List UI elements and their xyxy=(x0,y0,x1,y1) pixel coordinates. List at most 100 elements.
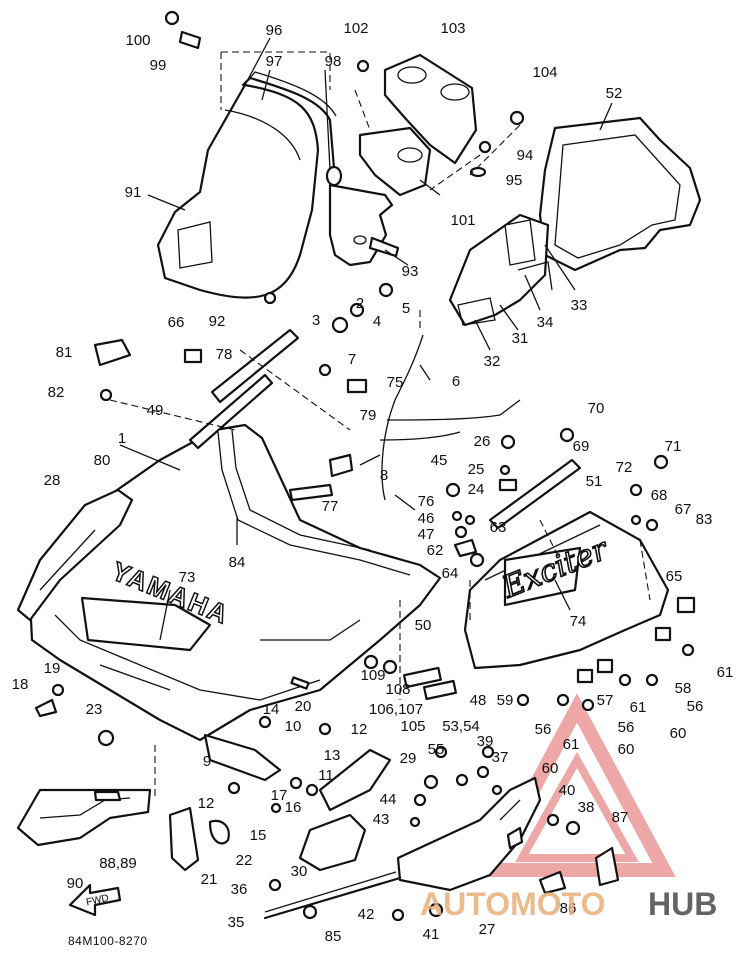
callout-50: 50 xyxy=(415,617,432,634)
callout-79: 79 xyxy=(360,407,377,424)
callout-76: 76 xyxy=(418,493,435,510)
callout-42: 42 xyxy=(358,906,375,923)
callout-103: 103 xyxy=(440,20,465,37)
callout-108: 108 xyxy=(385,681,410,698)
callout-74: 74 xyxy=(570,613,587,630)
trim-bars xyxy=(188,328,582,530)
top-fasteners xyxy=(164,10,525,178)
windshield-part xyxy=(156,71,343,299)
callout-96: 96 xyxy=(266,22,283,39)
callout-105: 105 xyxy=(400,718,425,735)
callout-58: 58 xyxy=(675,680,692,697)
callout-4: 4 xyxy=(373,313,381,330)
callout-39: 39 xyxy=(477,733,494,750)
callout-72: 72 xyxy=(616,459,633,476)
callout-92: 92 xyxy=(209,313,226,330)
callout-9: 9 xyxy=(203,753,211,770)
callout-94: 94 xyxy=(517,147,534,164)
callout-88-89: 88,89 xyxy=(99,855,137,872)
callout-81: 81 xyxy=(56,344,73,361)
callout-71: 71 xyxy=(665,438,682,455)
callout-29: 29 xyxy=(400,750,417,767)
callout-10: 10 xyxy=(285,718,302,735)
callout-99: 99 xyxy=(150,57,167,74)
callout-101: 101 xyxy=(450,212,475,229)
callout-59: 59 xyxy=(497,692,514,709)
callout-53-54: 53,54 xyxy=(442,718,480,735)
inner-panel xyxy=(448,116,702,327)
callout-95: 95 xyxy=(506,172,523,189)
callout-labels: 100 99 96 97 98 102 103 104 52 94 95 91 … xyxy=(12,20,734,945)
callout-52: 52 xyxy=(606,85,623,102)
callout-75: 75 xyxy=(387,374,404,391)
callout-21: 21 xyxy=(201,871,218,888)
callout-8: 8 xyxy=(380,467,388,484)
mount-block xyxy=(358,53,478,197)
windshield-bracket xyxy=(328,183,400,267)
callout-45: 45 xyxy=(431,452,448,469)
callout-60-right: 60 xyxy=(670,725,687,742)
callout-69: 69 xyxy=(573,438,590,455)
callout-60-low: 60 xyxy=(542,760,559,777)
callout-57: 57 xyxy=(597,692,614,709)
callout-83: 83 xyxy=(696,511,713,528)
callout-70: 70 xyxy=(588,400,605,417)
callout-78: 78 xyxy=(216,346,233,363)
callout-31: 31 xyxy=(512,330,529,347)
callout-37: 37 xyxy=(492,749,509,766)
trim-strip xyxy=(263,846,620,920)
callout-15: 15 xyxy=(250,827,267,844)
callout-26: 26 xyxy=(474,433,491,450)
fwd-label: FWD xyxy=(85,893,110,908)
callout-24: 24 xyxy=(468,481,485,498)
watermark-part2: HUB xyxy=(648,886,717,922)
callout-34: 34 xyxy=(537,314,554,331)
leader-lines xyxy=(119,37,613,641)
callout-12-low: 12 xyxy=(198,795,215,812)
callout-43: 43 xyxy=(373,811,390,828)
lower-side-panel xyxy=(396,776,542,892)
cables xyxy=(288,334,521,511)
callout-32: 32 xyxy=(484,353,501,370)
callout-61-low: 61 xyxy=(563,736,580,753)
callout-60-mid: 60 xyxy=(618,741,635,758)
callout-33: 33 xyxy=(571,297,588,314)
belly-pan xyxy=(16,788,152,847)
callout-98: 98 xyxy=(325,53,342,70)
callout-68: 68 xyxy=(651,487,668,504)
callout-13: 13 xyxy=(324,747,341,764)
callout-80: 80 xyxy=(94,452,111,469)
callout-62: 62 xyxy=(427,542,444,559)
callout-55: 55 xyxy=(428,741,445,758)
callout-41: 41 xyxy=(423,926,440,943)
callout-28: 28 xyxy=(44,472,61,489)
misc-fasteners xyxy=(34,282,696,922)
callout-73: 73 xyxy=(179,569,196,586)
guide-lines xyxy=(109,51,651,800)
callout-47: 47 xyxy=(418,526,435,543)
diagram-code: 84M100-8270 xyxy=(68,934,148,948)
callout-104: 104 xyxy=(532,64,557,81)
callout-63: 63 xyxy=(490,519,507,536)
callout-12-top: 12 xyxy=(351,721,368,738)
callout-1: 1 xyxy=(118,430,126,447)
callout-22: 22 xyxy=(236,852,253,869)
callout-6: 6 xyxy=(452,373,460,390)
callout-46: 46 xyxy=(418,510,435,527)
watermark-part1: AUTOMOTO xyxy=(420,886,605,922)
callout-86: 86 xyxy=(560,900,577,917)
callout-106-107: 106,107 xyxy=(369,701,423,718)
side-cover xyxy=(298,748,392,872)
watermark-text: AUTOMOTO HUB xyxy=(420,886,717,922)
callout-23: 23 xyxy=(86,701,103,718)
callout-61-right: 61 xyxy=(717,664,734,681)
callout-56-a: 56 xyxy=(535,721,552,738)
callout-87: 87 xyxy=(612,809,629,826)
callout-30: 30 xyxy=(291,863,308,880)
callout-109: 109 xyxy=(360,667,385,684)
callout-20: 20 xyxy=(295,698,312,715)
callout-49: 49 xyxy=(147,402,164,419)
callout-65: 65 xyxy=(666,568,683,585)
